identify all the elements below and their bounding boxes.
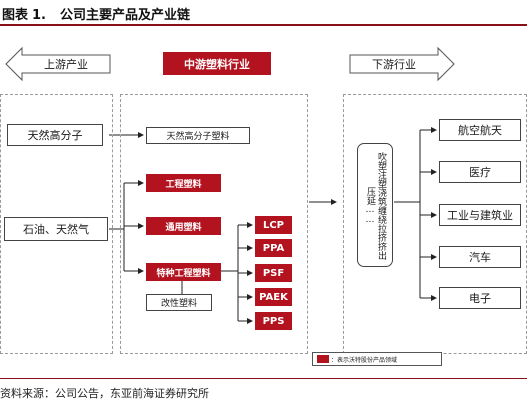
general-plastic-box: 通用塑料 [146, 217, 221, 235]
bottom-rule [0, 378, 527, 379]
downstream-item-aerospace: 航空航天 [439, 119, 521, 141]
figure-label: 图表 [2, 8, 29, 23]
downstream-item-electronics: 电子 [439, 287, 521, 309]
legend-swatch [317, 355, 329, 363]
figure-number: 1. [32, 8, 46, 23]
title-rule [0, 24, 527, 26]
midstream-header: 中游塑料行业 [163, 52, 271, 75]
engineering-plastic-box: 工程塑料 [146, 174, 221, 192]
midstream-panel [120, 94, 308, 354]
legend: ：表示沃特股份产品领域 [312, 352, 442, 366]
downstream-item-auto: 汽车 [439, 246, 521, 268]
figure-title-text: 公司主要产品及产业链 [60, 8, 191, 23]
special-engineering-plastic-box: 特种工程塑料 [146, 263, 221, 281]
legend-text: ：表示沃特股份产品领域 [331, 356, 398, 364]
product-paek: PAEK [255, 288, 292, 306]
source-note: 资料来源：公司公告，东亚前海证券研究所 [0, 387, 209, 400]
upstream-arrow-shape [5, 46, 111, 82]
upstream-item-natural-polymer: 天然高分子 [7, 124, 103, 146]
product-lcp: LCP [255, 216, 292, 234]
natural-polymer-plastic-box: 天然高分子塑料 [146, 127, 250, 144]
product-pps: PPS [255, 312, 292, 330]
downstream-arrow-shape [349, 46, 455, 82]
upstream-panel [0, 94, 113, 354]
product-ppa: PPA [255, 239, 292, 257]
downstream-header: 下游行业 [372, 58, 416, 71]
downstream-item-industry-construction: 工业与建筑业 [439, 204, 521, 226]
processes-box: 吹塑注塑浇筑缠绕拉挤挤出压延…… [357, 143, 393, 267]
product-psf: PSF [255, 264, 292, 282]
processes-text: 吹塑注塑浇筑缠绕拉挤挤出压延…… [365, 152, 386, 260]
upstream-header: 上游产业 [44, 58, 88, 71]
modified-plastic-box: 改性塑料 [146, 294, 212, 311]
downstream-item-medical: 医疗 [439, 161, 521, 183]
upstream-item-oil-gas: 石油、天然气 [4, 217, 108, 241]
